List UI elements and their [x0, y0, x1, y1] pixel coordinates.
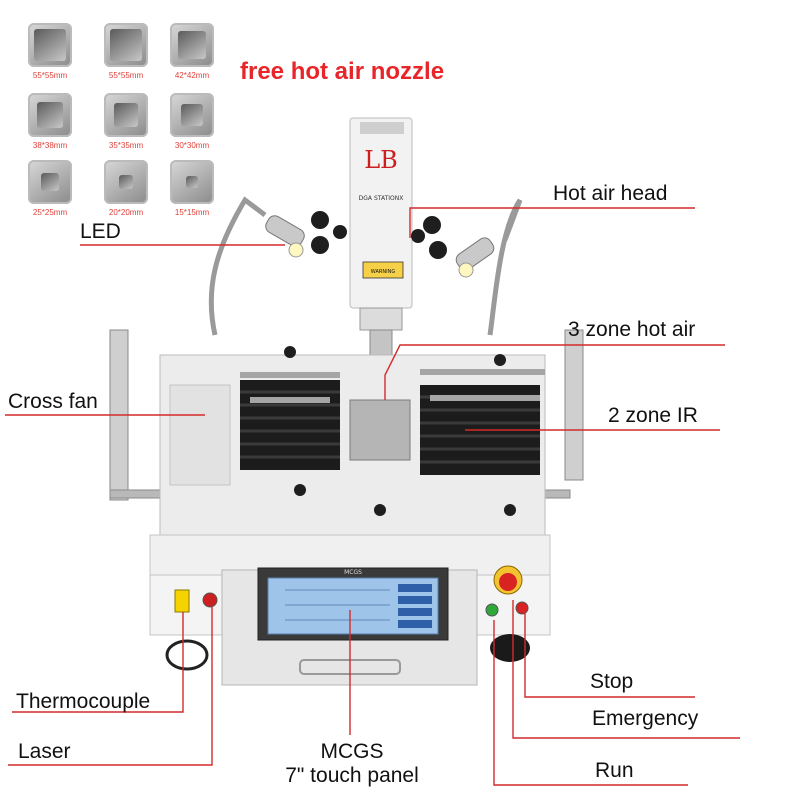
- nozzle-item: 30*30mm: [164, 93, 220, 150]
- label-3-zone-hot-air: 3 zone hot air: [568, 318, 696, 341]
- laser-button: [202, 592, 218, 608]
- head-logo: LB: [364, 146, 398, 174]
- led-lamp-right-icon: [455, 237, 495, 278]
- led-lamp-left-icon: [265, 215, 305, 258]
- foot-right: [490, 634, 530, 662]
- thermocouple-port: [174, 589, 190, 613]
- nozzle-item: 38*38mm: [22, 93, 78, 150]
- nozzle-size: 15*15mm: [174, 208, 210, 217]
- stop-button: [515, 601, 529, 615]
- nozzle-icon: [170, 160, 214, 204]
- emergency-stop-button: [499, 573, 517, 591]
- label-touch-panel: MCGS 7" touch panel: [272, 740, 432, 788]
- run-button: [485, 603, 499, 617]
- label-touch-panel-line2: 7" touch panel: [285, 764, 419, 787]
- nozzle-item: 55*55mm: [22, 23, 78, 80]
- touch-panel-brand: MCGS: [344, 569, 362, 576]
- bottom-hot-air-nozzle: [349, 399, 411, 461]
- led-gooseneck-right: [487, 198, 523, 336]
- head-fan-grille: [360, 122, 404, 134]
- nozzle-size: 25*25mm: [32, 208, 68, 217]
- nozzle-item: 25*25mm: [22, 160, 78, 217]
- nozzle-icon: [28, 160, 72, 204]
- nozzle-icon: [28, 23, 72, 67]
- nozzle-size: 55*55mm: [108, 71, 144, 80]
- nozzle-icon: [170, 93, 214, 137]
- head-model-text: DGA STATIONX: [359, 195, 404, 202]
- label-touch-panel-line1: MCGS: [320, 740, 384, 763]
- nozzle-item: 15*15mm: [164, 160, 220, 217]
- pointer-lines: [5, 207, 740, 786]
- cross-fan-panel: [169, 384, 231, 486]
- thermocouple-cable-icon: [165, 639, 209, 671]
- nozzle-item: 35*35mm: [98, 93, 154, 150]
- label-run: Run: [595, 759, 634, 782]
- promo-heading: free hot air nozzle: [240, 58, 445, 85]
- nozzle-item: 20*20mm: [98, 160, 154, 217]
- ir-heater-zone-left: [240, 380, 340, 470]
- nozzle-item: 55*55mm: [98, 23, 154, 80]
- touch-panel-buttons: [398, 584, 432, 628]
- led-gooseneck-left: [208, 196, 267, 336]
- frame-rail-right: [564, 329, 584, 481]
- label-cross-fan: Cross fan: [8, 390, 98, 413]
- nozzle-size: 42*42mm: [174, 71, 210, 80]
- warning-sticker: [362, 261, 404, 279]
- label-stop: Stop: [590, 670, 634, 693]
- nozzle-size: 30*30mm: [174, 141, 210, 150]
- nozzle-item: 42*42mm: [164, 23, 220, 80]
- nozzle-icon: [28, 93, 72, 137]
- touch-panel-screen-grid: [285, 589, 390, 621]
- label-2-zone-ir: 2 zone IR: [608, 404, 698, 427]
- nozzle-size: 20*20mm: [108, 208, 144, 217]
- nozzle-icon: [104, 93, 148, 137]
- label-hot-air-head: Hot air head: [553, 182, 668, 205]
- nozzle-size: 55*55mm: [32, 71, 68, 80]
- head-knobs: [311, 211, 447, 259]
- hot-air-nozzle-mount: [359, 307, 403, 331]
- label-led: LED: [80, 220, 121, 243]
- nozzle-size: 35*35mm: [108, 141, 144, 150]
- nozzle-icon: [104, 160, 148, 204]
- warning-sticker-text: WARNING: [371, 269, 396, 275]
- label-emergency: Emergency: [592, 707, 699, 730]
- nozzle-size: 38*38mm: [32, 141, 68, 150]
- nozzle-icon: [104, 23, 148, 67]
- clamp-knobs: [284, 346, 516, 516]
- pcb-clamp-arms: [240, 369, 545, 403]
- nozzle-icon: [170, 23, 214, 67]
- label-laser: Laser: [18, 740, 71, 763]
- label-thermocouple: Thermocouple: [16, 690, 151, 713]
